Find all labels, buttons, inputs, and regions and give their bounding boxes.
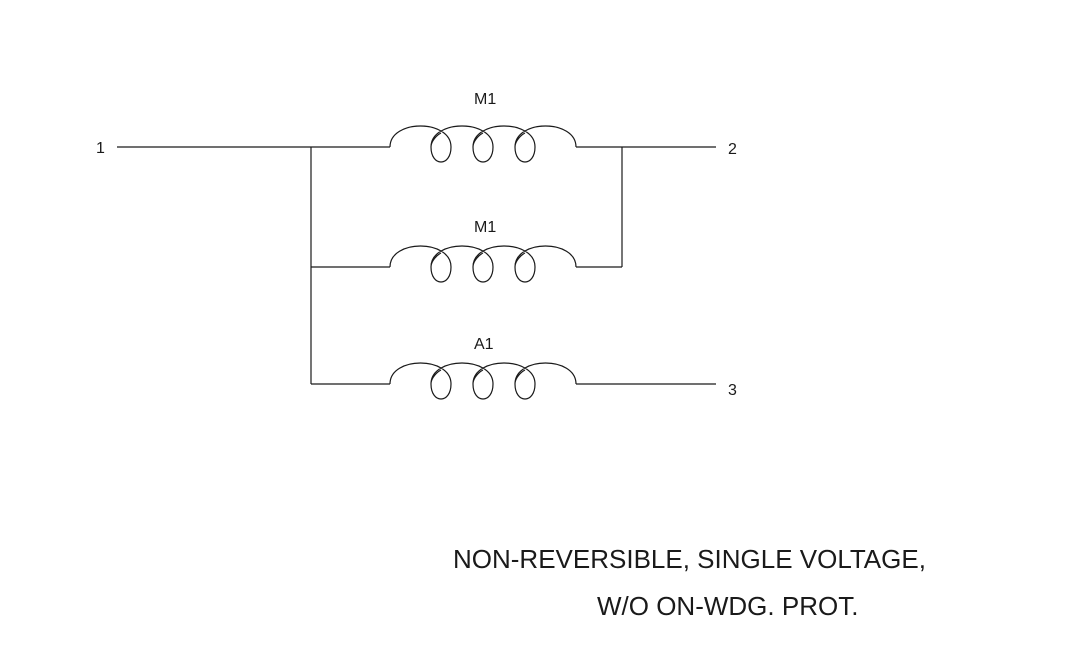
- terminal-2-label: 2: [728, 141, 737, 158]
- winding-label-bottom: A1: [474, 336, 494, 353]
- terminal-3-label: 3: [728, 382, 737, 399]
- winding-coil-bottom: [389, 362, 577, 400]
- winding-coil-top: [389, 125, 577, 163]
- winding-label-top: M1: [474, 91, 496, 108]
- caption-line-1: NON-REVERSIBLE, SINGLE VOLTAGE,: [453, 544, 926, 574]
- winding-coil-middle: [389, 245, 577, 283]
- terminal-1-label: 1: [96, 140, 105, 157]
- coil-middle-path: [389, 245, 577, 283]
- winding-label-middle: M1: [474, 219, 496, 236]
- caption-line-2: W/O ON-WDG. PROT.: [597, 591, 859, 621]
- coil-top-path: [389, 125, 577, 163]
- coil-bottom-path: [389, 362, 577, 400]
